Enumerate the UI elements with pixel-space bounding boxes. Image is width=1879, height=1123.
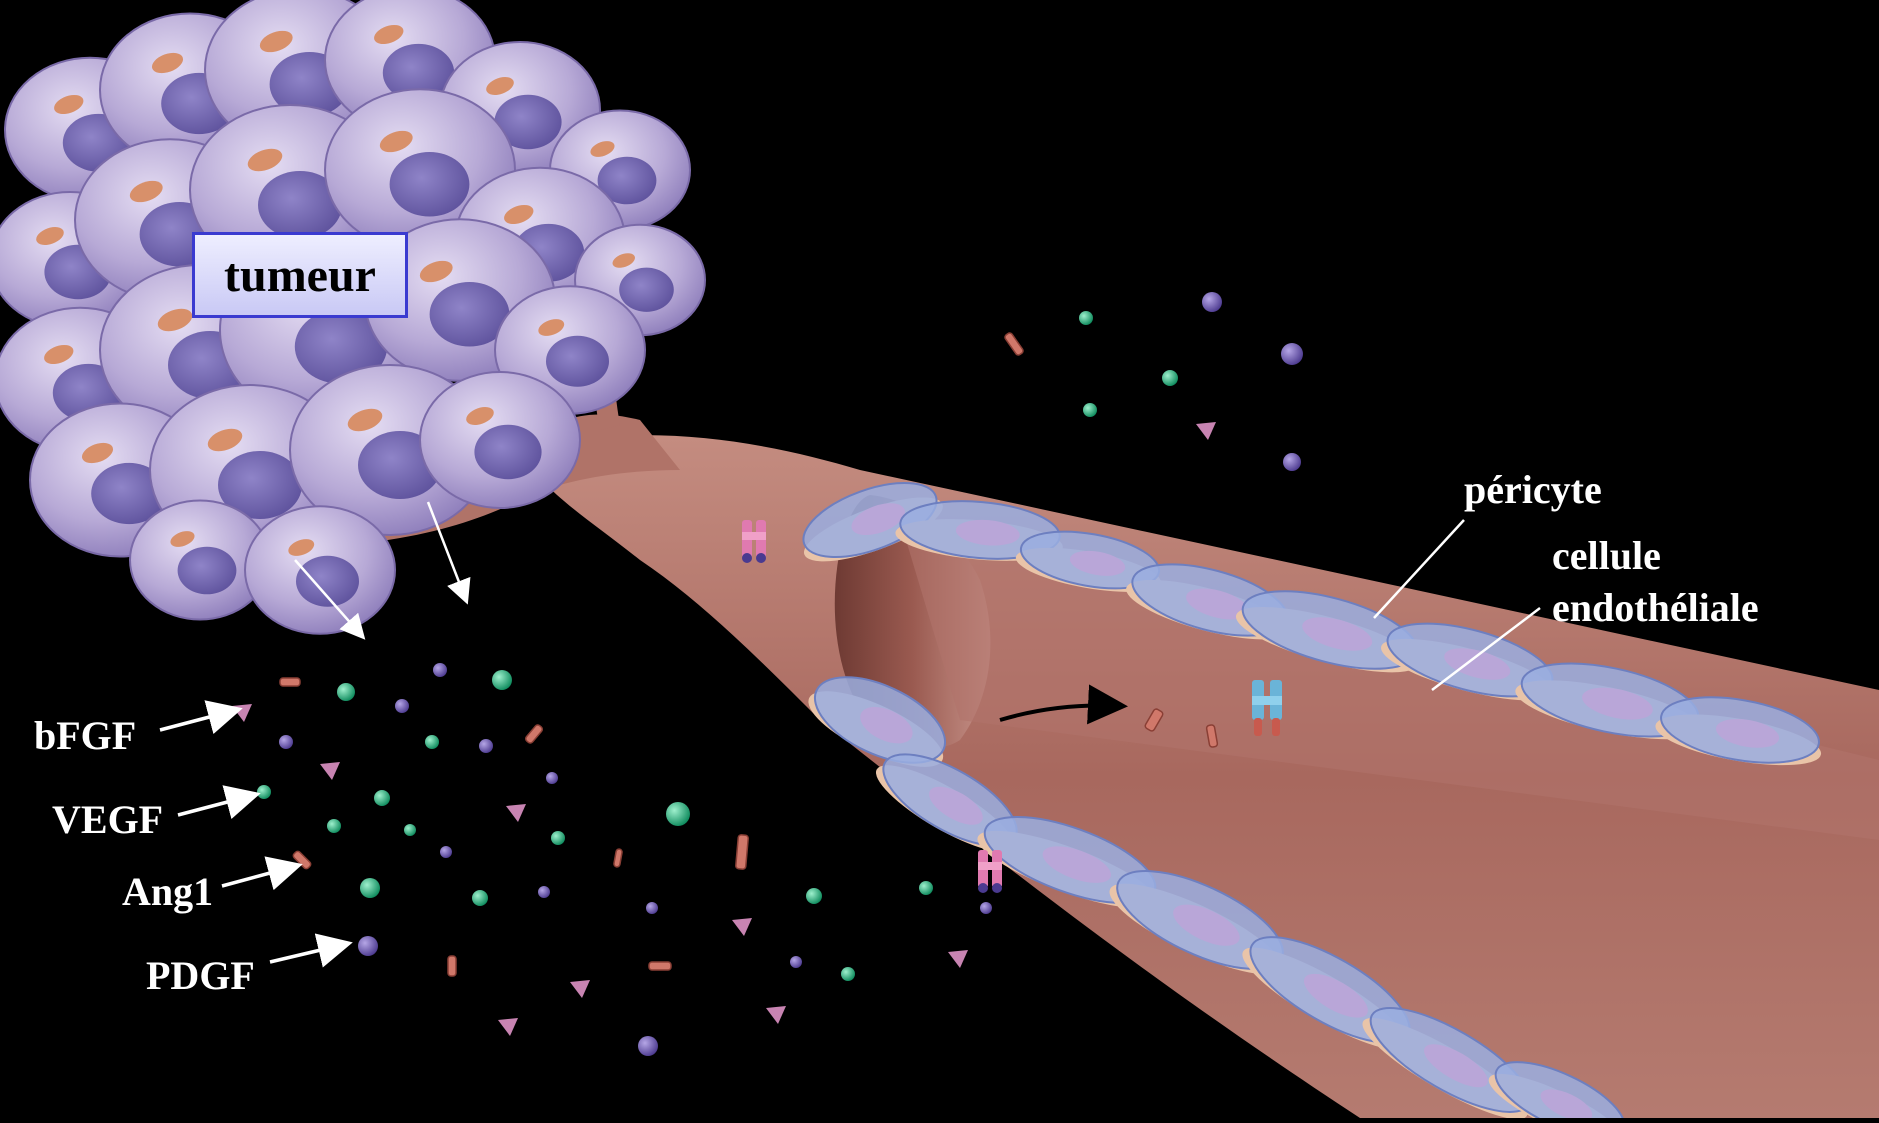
pdgf-particle-icon bbox=[1202, 292, 1222, 312]
endothelial-label-line2: endothéliale bbox=[1552, 588, 1759, 628]
vegf-particle-icon bbox=[919, 881, 933, 895]
pdgf-particle-icon bbox=[440, 846, 452, 858]
ang1-particle-icon bbox=[649, 962, 671, 970]
endothelial-label-line1: cellule bbox=[1552, 536, 1661, 576]
pdgf-particle-icon bbox=[646, 902, 658, 914]
vegf-particle-icon bbox=[374, 790, 390, 806]
vegf-particle-icon bbox=[1083, 403, 1097, 417]
pericyte-label: péricyte bbox=[1464, 470, 1602, 510]
bfgf-particle-icon bbox=[320, 762, 340, 780]
pdgf-particle-icon bbox=[546, 772, 558, 784]
ang1-particle-icon bbox=[613, 849, 622, 868]
ang1-particle-icon bbox=[280, 678, 300, 686]
vegf-particle-icon bbox=[1162, 370, 1178, 386]
pdgf-particle-icon bbox=[980, 902, 992, 914]
vegf-particle-icon bbox=[425, 735, 439, 749]
pdgf-particle-icon bbox=[790, 956, 802, 968]
legend-arrows bbox=[160, 710, 346, 962]
vegf-particle-icon bbox=[841, 967, 855, 981]
vegf-particle-icon bbox=[551, 831, 565, 845]
pdgf-particle-icon bbox=[1281, 343, 1303, 365]
bfgf-particle-icon bbox=[948, 950, 968, 968]
ang1-particle-icon bbox=[1004, 332, 1024, 356]
vegf-particle-icon bbox=[327, 819, 341, 833]
ang1-particle-icon bbox=[448, 956, 456, 976]
vegf-particle-icon bbox=[806, 888, 822, 904]
vegf-particle-icon bbox=[257, 785, 271, 799]
bfgf-particle-icon bbox=[232, 704, 252, 722]
receptor-pink-icon bbox=[978, 850, 1002, 893]
vegf-particle-icon bbox=[337, 683, 355, 701]
vegf-particle-icon bbox=[472, 890, 488, 906]
legend-bfgf: bFGF bbox=[34, 716, 136, 756]
bfgf-particle-icon bbox=[766, 1006, 786, 1024]
pdgf-particle-icon bbox=[1283, 453, 1301, 471]
ang1-particle-icon bbox=[736, 835, 749, 870]
vegf-particle-icon bbox=[1079, 311, 1093, 325]
pdgf-particle-icon bbox=[638, 1036, 658, 1056]
bfgf-particle-icon bbox=[506, 804, 526, 822]
pdgf-particle-icon bbox=[538, 886, 550, 898]
vegf-particle-icon bbox=[492, 670, 512, 690]
pdgf-particle-icon bbox=[479, 739, 493, 753]
bfgf-particle-icon bbox=[570, 980, 590, 998]
pdgf-particle-icon bbox=[433, 663, 447, 677]
tumor-label-box: tumeur bbox=[192, 232, 408, 318]
bfgf-particle-icon bbox=[1196, 422, 1216, 440]
legend-vegf: VEGF bbox=[52, 800, 163, 840]
vegf-particle-icon bbox=[360, 878, 380, 898]
pdgf-particle-icon bbox=[395, 699, 409, 713]
bfgf-particle-icon bbox=[732, 918, 752, 936]
vegf-particle-icon bbox=[404, 824, 416, 836]
legend-pdgf: PDGF bbox=[146, 956, 255, 996]
tumor-label: tumeur bbox=[224, 248, 376, 303]
ang1-particle-icon bbox=[525, 724, 544, 744]
bfgf-particle-icon bbox=[498, 1018, 518, 1036]
tumor-cell bbox=[245, 506, 395, 634]
tumor-cell bbox=[420, 372, 580, 508]
pdgf-particle-icon bbox=[358, 936, 378, 956]
vegf-particle-icon bbox=[666, 802, 690, 826]
blood-vessel bbox=[520, 435, 1879, 1118]
legend-ang1: Ang1 bbox=[122, 872, 213, 912]
pdgf-particle-icon bbox=[279, 735, 293, 749]
